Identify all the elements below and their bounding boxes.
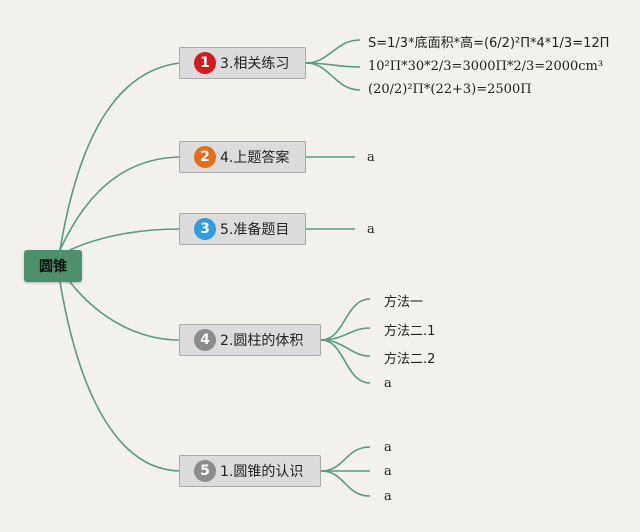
topic-node-prepare-questions[interactable]: 3 5.准备题目 — [179, 213, 306, 245]
leaf-node[interactable]: (20/2)²Π*(22+3)=2500Π — [368, 82, 532, 97]
priority-4-icon: 4 — [194, 329, 216, 351]
leaf-node[interactable]: a — [384, 440, 392, 455]
leaf-node[interactable]: S=1/3*底面积*高=(6/2)²Π*4*1/3=12Π — [368, 36, 610, 51]
leaf-node[interactable]: 10²Π*30*2/3=3000Π*2/3=2000cm³ — [368, 59, 604, 74]
topic-label: 3.相关练习 — [220, 56, 290, 72]
leaf-node[interactable]: a — [367, 150, 375, 165]
topic-label: 1.圆锥的认识 — [220, 464, 304, 480]
leaf-node[interactable]: 方法一 — [384, 295, 424, 310]
priority-1-icon: 1 — [194, 52, 216, 74]
leaf-node[interactable]: 方法二.2 — [384, 352, 436, 367]
topic-node-cone-intro[interactable]: 5 1.圆锥的认识 — [179, 455, 321, 487]
priority-5-icon: 5 — [194, 460, 216, 482]
topic-node-previous-answers[interactable]: 2 4.上题答案 — [179, 141, 306, 173]
priority-2-icon: 2 — [194, 146, 216, 168]
leaf-node[interactable]: a — [384, 464, 392, 479]
leaf-node[interactable]: 方法二.1 — [384, 324, 436, 339]
priority-3-icon: 3 — [194, 218, 216, 240]
topic-node-related-practice[interactable]: 1 3.相关练习 — [179, 47, 306, 79]
root-node[interactable]: 圆锥 — [24, 250, 82, 282]
topic-label: 5.准备题目 — [220, 222, 290, 238]
topic-node-cylinder-volume[interactable]: 4 2.圆柱的体积 — [179, 324, 321, 356]
topic-label: 4.上题答案 — [220, 150, 290, 166]
leaf-node[interactable]: a — [384, 376, 392, 391]
topic-label: 2.圆柱的体积 — [220, 333, 304, 349]
leaf-node[interactable]: a — [367, 222, 375, 237]
root-label: 圆锥 — [39, 259, 67, 275]
leaf-node[interactable]: a — [384, 489, 392, 504]
